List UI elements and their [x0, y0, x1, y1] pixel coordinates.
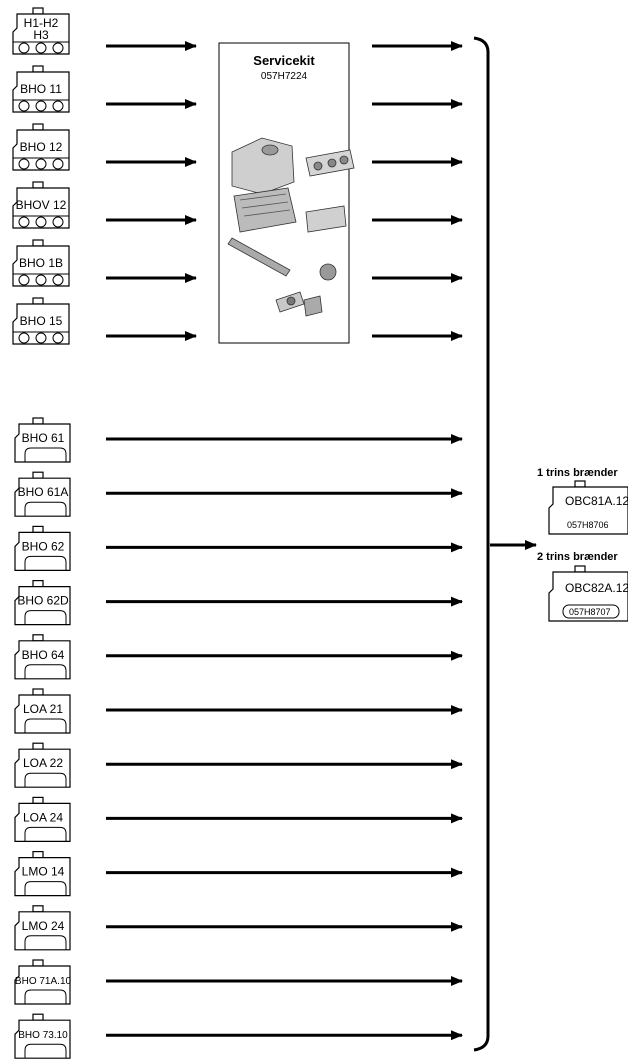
relay-label: BHO 71A.10	[15, 976, 72, 987]
relay-block: BHO 64	[14, 634, 463, 680]
relay-label: BHO 1B	[19, 256, 63, 270]
target-heading: 2 trins brænder	[537, 551, 618, 563]
relay-block: BHO 1B	[12, 239, 197, 287]
relay-label: LMO 14	[22, 865, 65, 879]
collecting-bracket	[473, 36, 490, 1052]
relay-label: BHO 12	[20, 140, 63, 154]
relay-label: BHO 15	[20, 314, 63, 328]
relay-label: LOA 24	[23, 810, 63, 824]
relay-label: BHOV 12	[16, 198, 67, 212]
relay-label: LOA 21	[23, 702, 63, 716]
servicekit-parts-illustration	[227, 137, 355, 317]
relay-label: LOA 22	[23, 756, 63, 770]
relay-label: BHO 62D	[17, 594, 69, 608]
relay-block: BHO 73.10	[14, 1013, 463, 1059]
target-model: OBC81A.12	[565, 494, 628, 508]
target-code: 057H8706	[567, 520, 609, 530]
target-model: OBC82A.12	[565, 581, 628, 595]
relay-block: BHO 61A	[14, 471, 463, 517]
target-obc82: 2 trins brænder OBC82A.12 057H8707	[537, 551, 628, 622]
relay-block: LMO 14	[14, 850, 463, 897]
relay-block: LMO 24	[14, 905, 463, 951]
servicekit-code: 057H7224	[261, 71, 308, 82]
target-obc81: 1 trins brænder OBC81A.12 057H8706	[537, 467, 628, 535]
relay-block: BHO 12	[12, 123, 197, 171]
relay-label: BHO 64	[22, 648, 65, 662]
relay-block: LOA 21	[14, 688, 463, 734]
target-heading: 1 trins brænder	[537, 467, 618, 479]
relay-block: BHOV 12	[12, 181, 197, 229]
relay-label: H1-H2	[24, 16, 59, 30]
relay-block: BHO 61	[14, 417, 463, 463]
relay-label: BHO 61A	[18, 485, 69, 499]
relay-label: BHO 62	[22, 539, 65, 553]
relay-label: BHO 73.10	[18, 1030, 68, 1041]
relay-block: LOA 24	[14, 796, 463, 842]
relay-label: BHO 11	[20, 82, 62, 96]
relay-block: BHO 15	[12, 297, 197, 345]
relay-label: LMO 24	[22, 919, 65, 933]
servicekit-title: Servicekit	[253, 53, 315, 68]
relay-block: BHO 71A.10	[14, 959, 463, 1005]
relay-block: BHO 11	[12, 65, 197, 113]
relay-label: BHO 61	[22, 431, 65, 445]
two-row-devices: BHO 61 BHO 61A BHO 62 BHO 62D BHO 64 LOA 21 LO…	[14, 417, 463, 1059]
relay-block: BHO 62	[14, 525, 463, 571]
relay-label-line2: H3	[33, 28, 49, 42]
servicekit-box: Servicekit 057H7224	[218, 42, 355, 344]
relay-block: LOA 22	[14, 742, 463, 788]
relay-block: BHO 62D	[14, 579, 463, 626]
servicekit-output-arrows	[372, 41, 463, 341]
target-code: 057H8707	[569, 607, 611, 617]
